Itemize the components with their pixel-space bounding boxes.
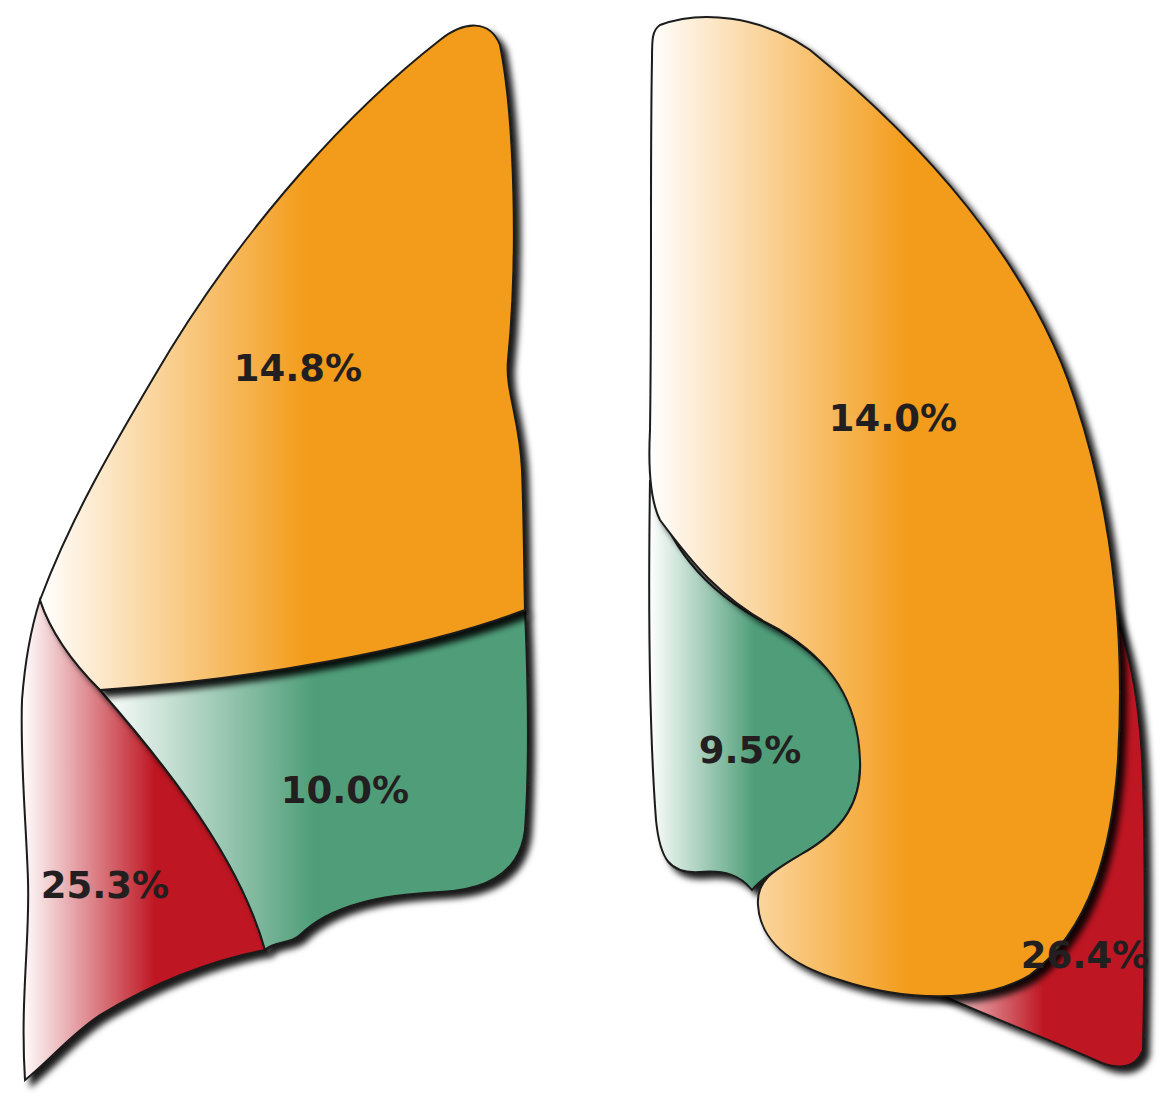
percentage-label: 26.4%	[1021, 937, 1149, 974]
lobe-shape	[649, 480, 860, 890]
percentage-label: 9.5%	[699, 732, 802, 769]
lobe-shape	[40, 26, 525, 690]
lobe-shape	[100, 610, 528, 950]
lobe-shape	[920, 560, 1145, 1067]
lobe-shape	[649, 17, 1120, 996]
percentage-label: 14.0%	[829, 400, 957, 437]
percentage-label: 14.8%	[234, 350, 362, 387]
lobe-shape	[22, 600, 265, 1080]
percentage-label: 10.0%	[281, 772, 409, 809]
percentage-label: 25.3%	[41, 867, 169, 904]
